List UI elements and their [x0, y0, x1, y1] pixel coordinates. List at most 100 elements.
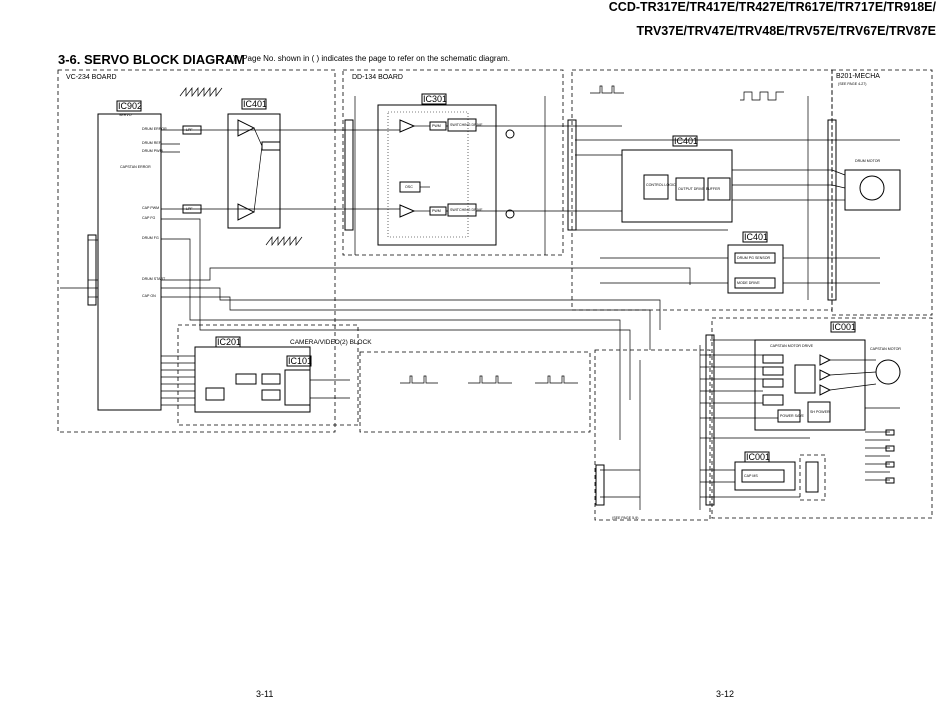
- fg-amp-block: [762, 394, 784, 406]
- capstan-motor-label: CAPSTAN MOTOR: [870, 347, 901, 351]
- ic001-a-chip-label: [830, 321, 856, 333]
- drum-motor-symbol: [859, 175, 885, 201]
- switching-drive-lower: [447, 203, 477, 217]
- cap-ms-block: [741, 469, 785, 483]
- waveform-pulse-lower-3: [535, 375, 578, 384]
- hall-amp-block-2: [762, 366, 784, 376]
- ic101-block: [284, 369, 311, 406]
- drum-fg-label: DRUM FG: [142, 236, 159, 240]
- output-transistor-1: [819, 354, 832, 366]
- pwm-upper-text: PWM: [432, 124, 441, 128]
- capstan-error-label: CAPSTAN ERROR: [120, 165, 151, 169]
- ic401-a-opamp-lower: [237, 203, 256, 221]
- cap-ms-text: CAP MS: [744, 474, 758, 478]
- ic902-chip-label: [116, 100, 142, 112]
- cap-fg-label: CAP FG: [142, 216, 156, 220]
- output-drive-text: OUTPUT DRIVE BUFFER: [678, 187, 720, 191]
- ic001-b-chip-label: [744, 451, 770, 463]
- drum-start-label: DRUM START: [142, 277, 166, 281]
- ic201-sub-block-3: [205, 387, 225, 401]
- see-page-ref: (SEE PAGE 5-9): [612, 516, 639, 520]
- vc-board-label: VC-234 BOARD: [66, 74, 117, 81]
- model-list-line-2: TRV37E/TRV47E/TRV48E/TRV57E/TRV67E/TRV87…: [636, 24, 936, 38]
- ic301-opamp-upper: [399, 119, 416, 133]
- ic401-a-chip-label: [241, 98, 267, 110]
- ic401-c-block: [727, 244, 784, 294]
- capstan-output-wires: [829, 359, 900, 481]
- hall-amp-block-3: [762, 378, 784, 388]
- ic101-chip-label: [286, 355, 312, 367]
- drum-ref-label: DRUM REF: [142, 141, 162, 145]
- camera-block-wires: [161, 355, 350, 406]
- dd-board-label: DD-134 BOARD: [352, 74, 403, 81]
- output-transistor-3: [819, 384, 832, 396]
- ic001-a-block: [754, 339, 866, 431]
- servo-label: SERVO: [119, 113, 132, 117]
- control-logic-text: CONTROL LOGIC: [646, 183, 676, 187]
- ic201-chip-label: [215, 336, 241, 348]
- output-drive-block-2: [707, 177, 731, 201]
- hall-amp-block-1: [762, 354, 784, 364]
- ic201-name: IC201: [217, 337, 241, 347]
- ic902-block: [97, 113, 162, 411]
- page-number-left: 3-11: [256, 689, 274, 699]
- switching-upper-text: SWITCHING DRIVE: [450, 123, 483, 127]
- ic001-a-name: IC001: [832, 322, 856, 332]
- capstan-motor-symbol: [875, 359, 901, 385]
- ic301-dotted-group: [387, 111, 469, 238]
- drum-motor-block: [844, 169, 901, 211]
- long-routing-wires: [185, 218, 691, 440]
- power-save-text: POWER SAVE: [780, 414, 804, 418]
- control-logic-block: [643, 174, 669, 200]
- page-number-right: 3-12: [716, 689, 735, 699]
- motor-drive-label: CAPSTAN MOTOR DRIVE: [770, 344, 814, 348]
- ic401-b-block: [621, 149, 733, 223]
- cap-pwm-label: CAP PWM: [142, 206, 159, 210]
- drum-error-label: DRUM ERROR: [142, 127, 167, 131]
- ic001-b-name: IC001: [746, 452, 770, 462]
- model-list-line-1: CCD-TR317E/TR417E/TR427E/TR617E/TR717E/T…: [608, 0, 936, 14]
- lower-middle-outline: [359, 351, 591, 433]
- drum-pg-sensor-block: [734, 252, 776, 264]
- mecha-page-ref: (SEE PAGE 4-27): [838, 82, 867, 86]
- osc-text: OSC: [405, 185, 413, 189]
- capstan-board-wires: [600, 339, 810, 510]
- ic301-name: IC301: [423, 94, 447, 104]
- cap-on-label: CAP ON: [142, 294, 156, 298]
- ic401-b-chip-label: [672, 135, 698, 147]
- power-save-block: [777, 409, 801, 423]
- ic401-b-name: IC401: [674, 136, 698, 146]
- camera-block-label: CAMERA/VIDEO(2) BLOCK: [290, 339, 372, 346]
- ic101-name: IC101: [288, 356, 312, 366]
- hall-element-blocks: [885, 429, 895, 484]
- ic201-sub-block-4: [261, 389, 281, 401]
- ic902-wires: [60, 129, 345, 298]
- dd-134-board-outline: [342, 69, 564, 256]
- inductor-upper: [505, 129, 515, 139]
- ic201-sub-block-1: [235, 373, 257, 385]
- sensor-component: [805, 461, 819, 493]
- capstan-board-outline: [594, 349, 711, 521]
- mode-drive-text: MODE DRIVE: [737, 281, 760, 285]
- drum-pg-sensor-text: DRUM PG SENSOR: [737, 256, 771, 260]
- output-drive-block: [675, 177, 705, 201]
- drum-pwm-label: DRUM PWM: [142, 149, 163, 153]
- ic902-pin-labels: DRUM ERROR DRUM REF DRUM PWM CAPSTAN ERR…: [120, 127, 167, 298]
- b201-mecha-outline: [831, 69, 933, 316]
- lpf-lower-text: LPF: [186, 207, 193, 211]
- ic301-opamp-lower: [399, 204, 416, 218]
- waveform-square-upper: [740, 91, 784, 101]
- ic401-a-name: IC401: [243, 99, 267, 109]
- ic401-a-sub-block: [261, 141, 281, 151]
- page-title: 3-6. SERVO BLOCK DIAGRAM: [58, 52, 245, 67]
- inductor-lower: [505, 209, 515, 219]
- ic401-c-chip-label: [742, 231, 768, 243]
- connector-strips: [87, 119, 837, 506]
- ic201-sub-block-2: [261, 373, 281, 385]
- lpf-upper: [182, 125, 202, 135]
- output-transistor-2: [819, 369, 832, 381]
- mecha-wires: [831, 139, 900, 284]
- pwm-lower-text: PWM: [432, 209, 441, 213]
- mode-drive-block: [734, 277, 776, 289]
- sh-power-block: [807, 401, 831, 423]
